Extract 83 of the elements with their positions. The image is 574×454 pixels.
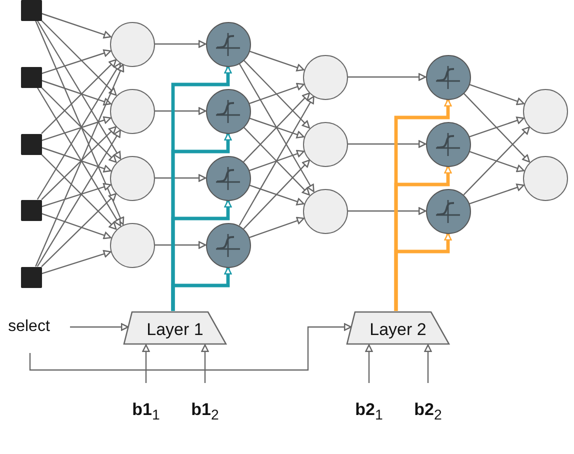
arrow [154, 241, 206, 249]
arrow [243, 160, 310, 230]
arrow [365, 344, 373, 383]
arrow [238, 96, 314, 226]
arrow [36, 20, 122, 160]
arrow [41, 59, 117, 134]
bias-label: b2$_{2}$ [411, 399, 445, 421]
neuron-circle [302, 122, 348, 166]
arrow [41, 12, 112, 38]
activation-neuron [206, 88, 250, 134]
select-label: select [0, 316, 58, 338]
arrow [41, 154, 117, 230]
arrow [249, 184, 304, 206]
arrow [469, 150, 524, 172]
arrow [36, 87, 122, 226]
arrow [238, 63, 314, 192]
activation-neuron [426, 122, 470, 166]
arrow [41, 213, 112, 240]
neuron-circle [110, 88, 154, 134]
arrow [249, 150, 304, 172]
arrow [249, 50, 304, 72]
layer-block [346, 311, 450, 345]
arrow [41, 49, 112, 74]
bias-label: b1$_{2}$ [188, 399, 222, 421]
arrow [243, 92, 310, 162]
arrow [394, 232, 452, 311]
arrow [201, 344, 209, 383]
block-label: Layer 2 [370, 320, 426, 340]
arrow [41, 183, 112, 208]
arrow [249, 118, 304, 138]
input-square [20, 266, 42, 288]
activation-neuron [206, 222, 250, 268]
arrow [41, 20, 117, 96]
arrow [35, 64, 124, 267]
neuron-circle [302, 188, 348, 234]
arrow [36, 130, 121, 267]
arrow [424, 344, 432, 383]
arrow [41, 87, 117, 163]
arrow [154, 174, 206, 182]
neuron-circle [110, 156, 154, 200]
arrow [41, 146, 112, 172]
arrow [469, 116, 524, 138]
input-square [20, 134, 42, 154]
activation-neuron [206, 22, 250, 66]
activation-neuron [426, 188, 470, 234]
arrow [34, 20, 124, 225]
arrow [36, 62, 121, 200]
arrow [41, 250, 112, 274]
bias-label: b1$_{1}$ [129, 399, 163, 421]
arrow [41, 116, 112, 142]
arrow [249, 82, 304, 104]
input-square [20, 0, 42, 20]
arrow [41, 193, 117, 268]
neuron-circle [110, 22, 154, 66]
input-square [20, 66, 42, 88]
arrow [29, 323, 352, 371]
arrow [348, 140, 426, 148]
arrow [348, 73, 426, 81]
arrow [463, 126, 530, 196]
activation-neuron [426, 54, 470, 100]
layer-block [123, 311, 227, 345]
activation-neuron [206, 156, 250, 200]
block-label: Layer 1 [146, 320, 204, 340]
arrow [41, 126, 117, 200]
arrow [154, 40, 206, 48]
neuron-circle [522, 156, 568, 200]
arrow [41, 80, 112, 106]
neuron-circle [522, 88, 568, 134]
arrow [348, 207, 426, 215]
neuron-circle [302, 54, 348, 100]
arrow [249, 216, 304, 238]
neuron-circle [110, 222, 154, 268]
arrow [142, 344, 150, 383]
arrow [243, 126, 310, 196]
arrow [154, 107, 206, 115]
bias-label: b2$_{1}$ [352, 399, 386, 421]
arrow [171, 266, 232, 311]
arrow [463, 92, 530, 162]
arrow [469, 184, 524, 204]
arrow [70, 323, 129, 331]
arrow [469, 84, 524, 106]
arrow [243, 60, 310, 128]
input-square [20, 200, 42, 220]
